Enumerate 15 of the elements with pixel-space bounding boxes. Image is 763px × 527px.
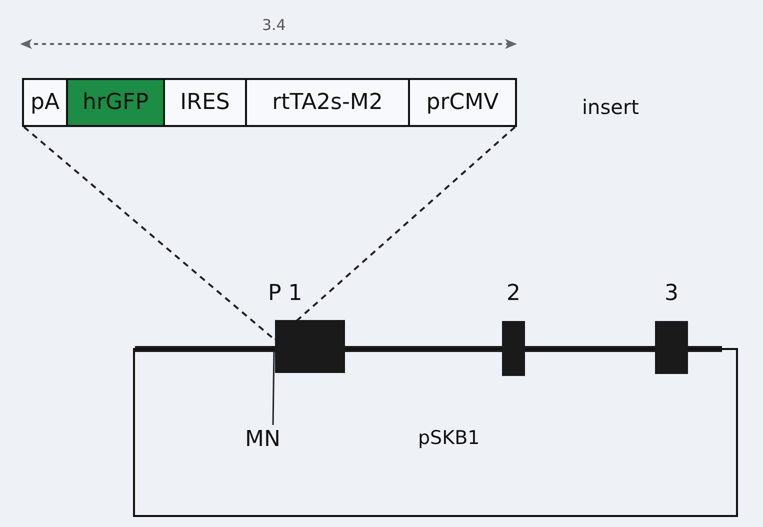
plasmid-box xyxy=(133,348,738,517)
exon-label: 3 xyxy=(664,280,678,308)
exon-label: 2 xyxy=(506,280,520,308)
exon-label: P 1 xyxy=(268,280,302,308)
insert-segment: rtTA2s-M2 xyxy=(245,78,410,127)
dimension-label: 3.4 xyxy=(262,15,286,36)
insert-segment: IRES xyxy=(163,78,247,127)
site-label: MN xyxy=(245,426,280,454)
insert-label: insert xyxy=(582,94,640,121)
insert-segment: hrGFP xyxy=(66,78,165,127)
plasmid-label: pSKB1 xyxy=(418,426,480,451)
insert-segment: prCMV xyxy=(408,78,517,127)
dashed-connector xyxy=(274,126,516,341)
insert-segment: pA xyxy=(22,78,68,127)
leader-line xyxy=(272,352,275,426)
